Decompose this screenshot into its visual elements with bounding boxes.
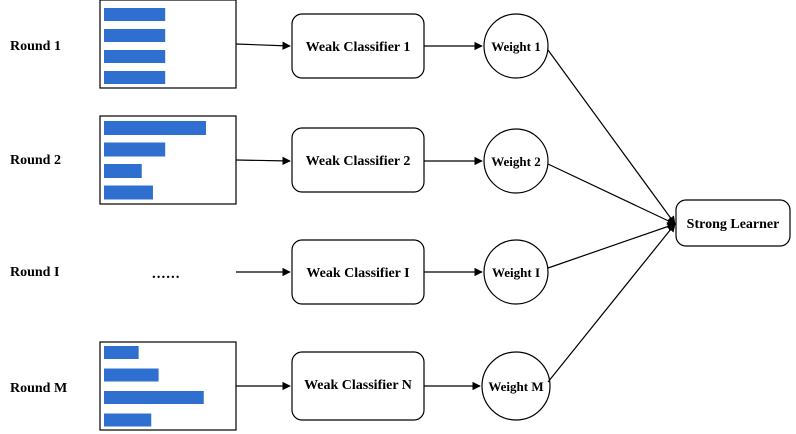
weight-label-2: Weight 2 [491,154,540,169]
weak-classifier-label-1: Weak Classifier 1 [306,40,411,55]
strong-learner: Strong Learner [675,199,791,247]
round-label-2: Round 2 [10,153,61,168]
weight-node-1 [483,13,549,79]
round-row-m: Round M Weak Classifier N Weight M [10,341,551,431]
sample-weight-bar [104,50,166,63]
bar-group-1 [104,8,166,84]
weight-node-i [483,239,549,305]
arrow-weight-2-to-strong [547,163,676,225]
round-label-i: Round I [10,265,59,280]
arrow-weight-i-to-strong [547,222,676,269]
weight-label-i: Weight I [492,265,540,280]
arrow-weight-m-to-strong [547,223,676,383]
sample-weight-bar [104,164,142,178]
round-label-m: Round M [10,381,67,396]
round-row-i: Round I ...... Weak Classifier I Weight … [10,239,549,305]
sample-weight-bar [104,346,139,359]
arrow-data-to-classifier-1 [235,41,291,50]
weak-classifier-box-2 [291,127,425,193]
sample-weight-bar [104,368,159,382]
bar-group-2 [104,121,206,200]
strong-learner-label: Strong Learner [687,217,780,232]
sample-weight-bar [104,413,152,427]
sample-weight-bar [104,142,166,157]
sample-weight-bar [104,71,166,84]
round-row-1: Round 1 Weak Classifier 1 Weight 1 [10,0,549,89]
weight-node-m [481,351,551,421]
arrow-weight-1-to-strong [547,49,676,225]
sample-weight-bar [104,121,206,135]
weight-label-1: Weight 1 [491,39,540,54]
sample-weight-bar [104,29,166,42]
strong-learner-box [675,199,791,247]
bar-group-m [104,346,204,427]
weak-classifier-label-m: Weak Classifier N [304,378,412,393]
sample-weight-bar [104,8,166,21]
ellipsis: ...... [152,266,181,282]
weak-classifier-label-2: Weak Classifier 2 [306,154,411,169]
round-label-1: Round 1 [10,39,61,54]
sample-weight-bar [104,185,153,200]
round-row-2: Round 2 Weak Classifier 2 Weight 2 [10,115,549,205]
arrow-data-to-classifier-2 [235,156,291,166]
weight-label-m: Weight M [488,379,543,394]
weak-classifier-label-i: Weak Classifier I [306,266,409,281]
weight-node-2 [483,128,549,194]
sample-weight-bar [104,391,204,404]
